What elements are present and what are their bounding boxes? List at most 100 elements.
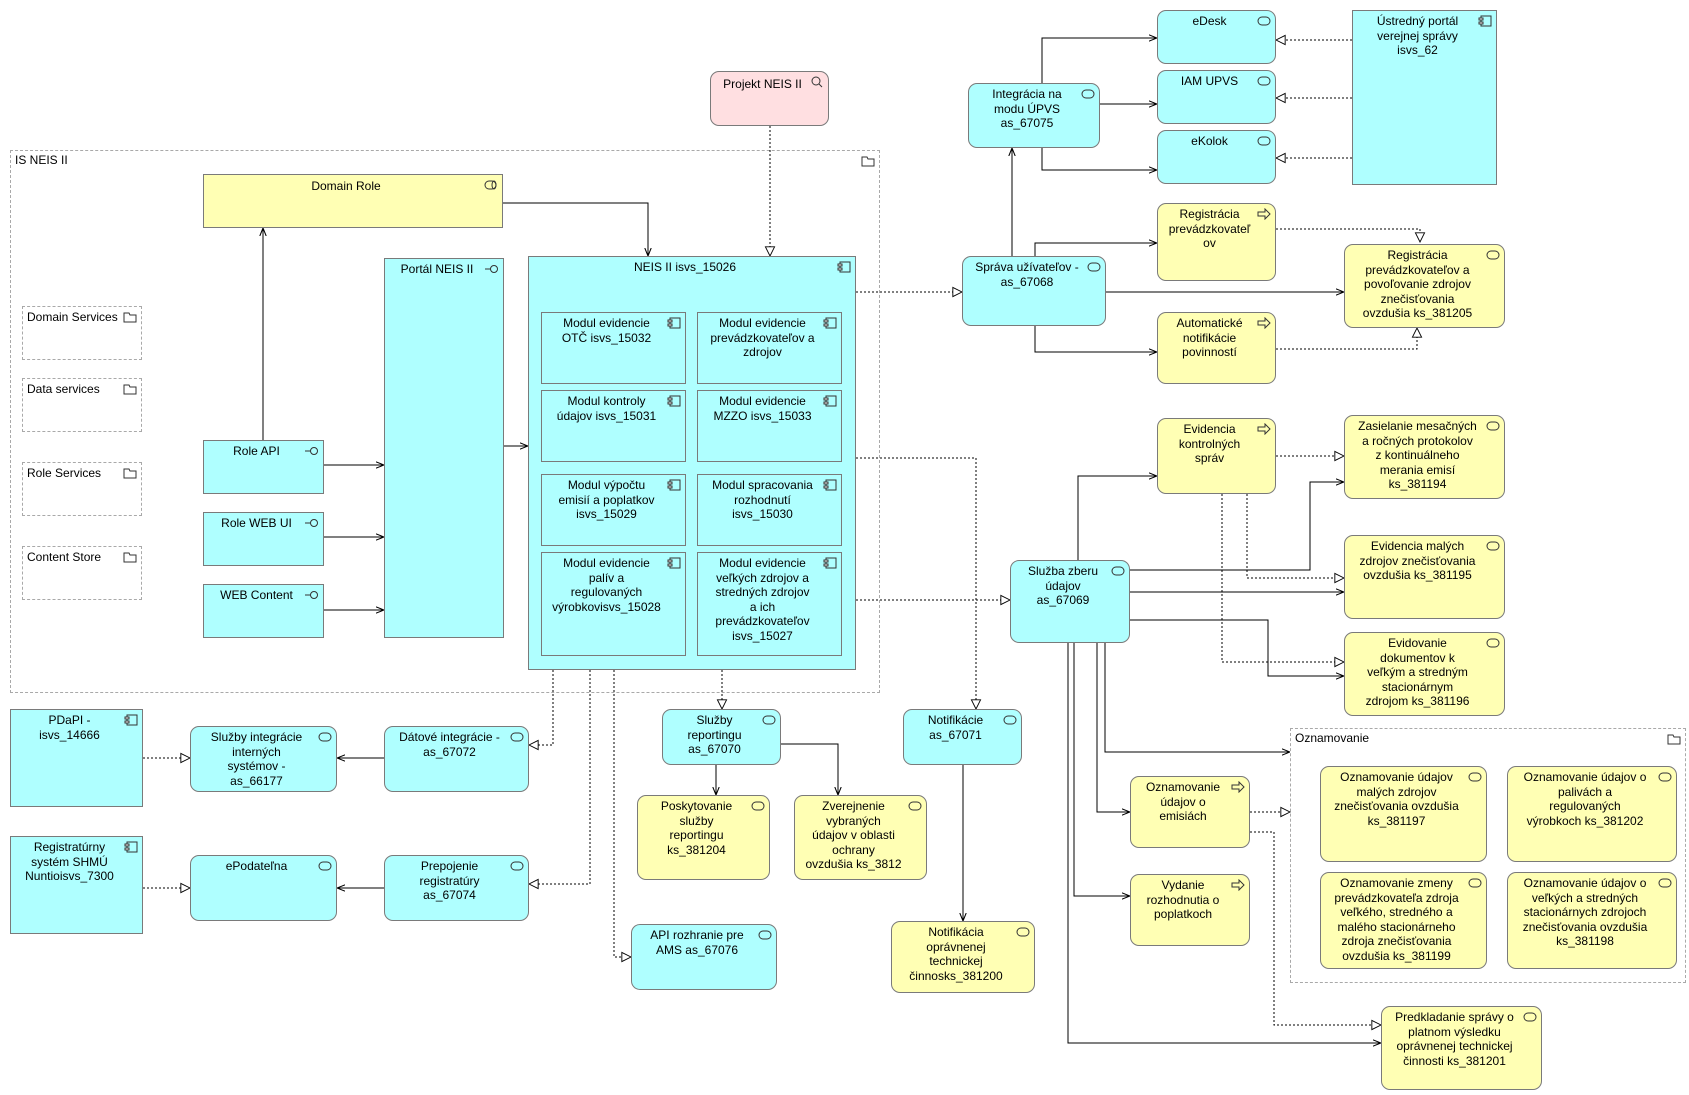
service-icon [1468, 877, 1482, 889]
node-ekolok[interactable]: eKolok [1157, 130, 1276, 184]
node-sluzby-rep[interactable]: Služby reportingu as_67070 [662, 709, 781, 765]
node-ozn-emisiach[interactable]: Oznamovanie údajov o emisiách [1130, 776, 1250, 848]
service-icon [1087, 261, 1101, 273]
node-mod-paliv[interactable]: Modul evidencie palív a regulovaných výr… [541, 552, 686, 656]
node-prepojenie[interactable]: Prepojenie registratúry as_67074 [384, 855, 529, 921]
component-icon [667, 479, 681, 491]
node-mod-mzzo[interactable]: Modul evidencie MZZO isvs_15033 [697, 390, 842, 462]
node-portal[interactable]: Portál NEIS II [384, 258, 504, 638]
node-vydanie[interactable]: Vydanie rozhodnutia o poplatkoch [1130, 874, 1250, 946]
node-reg-prev[interactable]: Registrácia prevádzkovateľ ov [1157, 203, 1276, 281]
process-arrow-icon [1231, 781, 1245, 793]
service-icon [1016, 926, 1030, 938]
node-label: Oznamovanie údajov o emisiách [1145, 780, 1221, 823]
node-epodatelna[interactable]: ePodateľna [190, 855, 337, 921]
node-projekt[interactable]: Projekt NEIS II [710, 71, 829, 126]
group-oznamovanie[interactable]: Oznamovanie [1290, 728, 1686, 983]
magnifier-icon [810, 76, 824, 88]
wire-rep-to-zverejnenie [780, 743, 838, 795]
node-domain-role[interactable]: Domain Role [203, 174, 503, 228]
service-icon [1658, 771, 1672, 783]
node-label: Modul evidencie prevádzkovateľov a zdroj… [710, 316, 815, 359]
folder-data-services[interactable]: Data services [22, 378, 142, 432]
process-arrow-icon [1257, 208, 1271, 220]
node-label: Dátové integrácie - as_67072 [399, 730, 500, 759]
node-evid-malych[interactable]: Evidencia malých zdrojov znečisťovania o… [1344, 535, 1505, 619]
node-sprava[interactable]: Správa užívateľov - as_67068 [962, 256, 1106, 326]
folder-content-store[interactable]: Content Store [22, 546, 142, 600]
wire-zberu-to-oznemisiach [1096, 643, 1130, 812]
node-label: eDesk [1192, 14, 1227, 28]
service-icon [510, 860, 524, 872]
node-role-api[interactable]: Role API [203, 440, 324, 494]
service-icon [758, 929, 772, 941]
node-ozn-malych[interactable]: Oznamovanie údajov malých zdrojov znečis… [1320, 766, 1487, 862]
node-datove[interactable]: Dátové integrácie - as_67072 [384, 726, 529, 792]
node-iam[interactable]: IAM UPVS [1157, 70, 1276, 124]
node-mod-prev[interactable]: Modul evidencie prevádzkovateľov a zdroj… [697, 312, 842, 384]
wire-zberu-to-oznamovanie [1104, 643, 1290, 752]
node-zverejnenie[interactable]: Zverejnenie vybraných údajov v oblasti o… [794, 795, 927, 880]
node-ustredny[interactable]: Ústredný portál verejnej správy isvs_62 [1352, 10, 1497, 185]
node-label: Zverejnenie vybraných údajov v oblasti o… [805, 799, 902, 871]
node-predkladanie[interactable]: Predkladanie správy o platnom výsledku o… [1381, 1006, 1542, 1090]
node-label: eKolok [1191, 134, 1228, 148]
folder-icon [123, 311, 137, 323]
node-sluzba-zberu[interactable]: Služba zberu údajov as_67069 [1010, 560, 1130, 643]
process-arrow-icon [1257, 317, 1271, 329]
node-label: Domain Role [311, 179, 381, 193]
node-label: Ústredný portál verejnej správy isvs_62 [1376, 14, 1459, 57]
node-label: Registrácia prevádzkovateľov a povoľovan… [1362, 248, 1473, 320]
folder-role-services[interactable]: Role Services [22, 462, 142, 516]
node-notif-opr[interactable]: Notifikácia oprávnenej technickej činnos… [891, 921, 1035, 993]
node-registraturny[interactable]: Registratúrny systém SHMÚ Nuntioisvs_730… [10, 836, 143, 934]
node-web-content[interactable]: WEB Content [203, 584, 324, 638]
node-zasielanie[interactable]: Zasielanie mesačných a ročných protokolo… [1344, 415, 1505, 499]
group-is-neis[interactable]: IS NEIS II [10, 150, 880, 693]
node-evid-kontrol[interactable]: Evidencia kontrolných správ [1157, 418, 1276, 494]
node-evid-dok[interactable]: Evidovanie dokumentov k veľkým a stredný… [1344, 632, 1505, 716]
wire-evidkontrol-to-evidmalych [1246, 494, 1344, 578]
node-auto-notif[interactable]: Automatické notifikácie povinností [1157, 312, 1276, 384]
node-label: Modul spracovania rozhodnutí isvs_15030 [712, 478, 813, 521]
node-label: Modul kontroly údajov isvs_15031 [556, 394, 657, 423]
node-role-web[interactable]: Role WEB UI [203, 512, 324, 566]
component-icon [837, 261, 851, 273]
node-label: Registratúrny systém SHMÚ Nuntioisvs_730… [25, 840, 114, 883]
node-notifikacie[interactable]: Notifikácie as_67071 [903, 709, 1022, 765]
node-label: Služba zberu údajov as_67069 [1027, 564, 1099, 607]
wire-regprev-to-regpovol [1276, 228, 1420, 242]
wire-oznemisiach-to-predkladanie [1250, 831, 1381, 1025]
node-label: WEB Content [220, 588, 293, 602]
node-reg-povol[interactable]: Registrácia prevádzkovateľov a povoľovan… [1344, 244, 1505, 328]
node-mod-velkych[interactable]: Modul evidencie veľkých zdrojov a stredn… [697, 552, 842, 656]
node-api-ams[interactable]: API rozhranie pre AMS as_67076 [631, 924, 777, 990]
component-icon [823, 479, 837, 491]
node-edesk[interactable]: eDesk [1157, 10, 1276, 64]
service-icon [318, 860, 332, 872]
folder-icon [861, 155, 875, 167]
component-icon [823, 395, 837, 407]
node-label: Modul evidencie MZZO isvs_15033 [713, 394, 812, 423]
node-ozn-velkych[interactable]: Oznamovanie údajov o veľkých a stredných… [1507, 872, 1677, 969]
folder-label: Content Store [27, 550, 102, 564]
interface-icon [305, 445, 319, 457]
node-mod-vypoctu[interactable]: Modul výpočtu emisií a poplatkov isvs_15… [541, 474, 686, 546]
node-integracia[interactable]: Integrácia na modu ÚPVS as_67075 [968, 83, 1100, 148]
group-label: Oznamovanie [1295, 731, 1370, 745]
node-mod-kontroly[interactable]: Modul kontroly údajov isvs_15031 [541, 390, 686, 462]
node-ozn-paliv[interactable]: Oznamovanie údajov o palivách a regulova… [1507, 766, 1677, 862]
node-ozn-zmeny[interactable]: Oznamovanie zmeny prevádzkovateľa zdroja… [1320, 872, 1487, 969]
node-pdapi[interactable]: PDaPI - isvs_14666 [10, 709, 143, 807]
service-icon [318, 731, 332, 743]
node-poskytovanie[interactable]: Poskytovanie služby reportingu ks_381204 [637, 795, 770, 880]
node-mod-spracovania[interactable]: Modul spracovania rozhodnutí isvs_15030 [697, 474, 842, 546]
node-label: Poskytovanie služby reportingu ks_381204 [660, 799, 733, 857]
folder-domain-services[interactable]: Domain Services [22, 306, 142, 360]
node-mod-otc[interactable]: Modul evidencie OTČ isvs_15032 [541, 312, 686, 384]
wire-zberu-to-evidok [1130, 619, 1344, 676]
node-sluzby-integr[interactable]: Služby integrácie interných systémov - a… [190, 726, 337, 792]
node-label: Služby reportingu as_67070 [687, 713, 742, 756]
wire-evidkontrol-to-evidok [1221, 494, 1344, 662]
